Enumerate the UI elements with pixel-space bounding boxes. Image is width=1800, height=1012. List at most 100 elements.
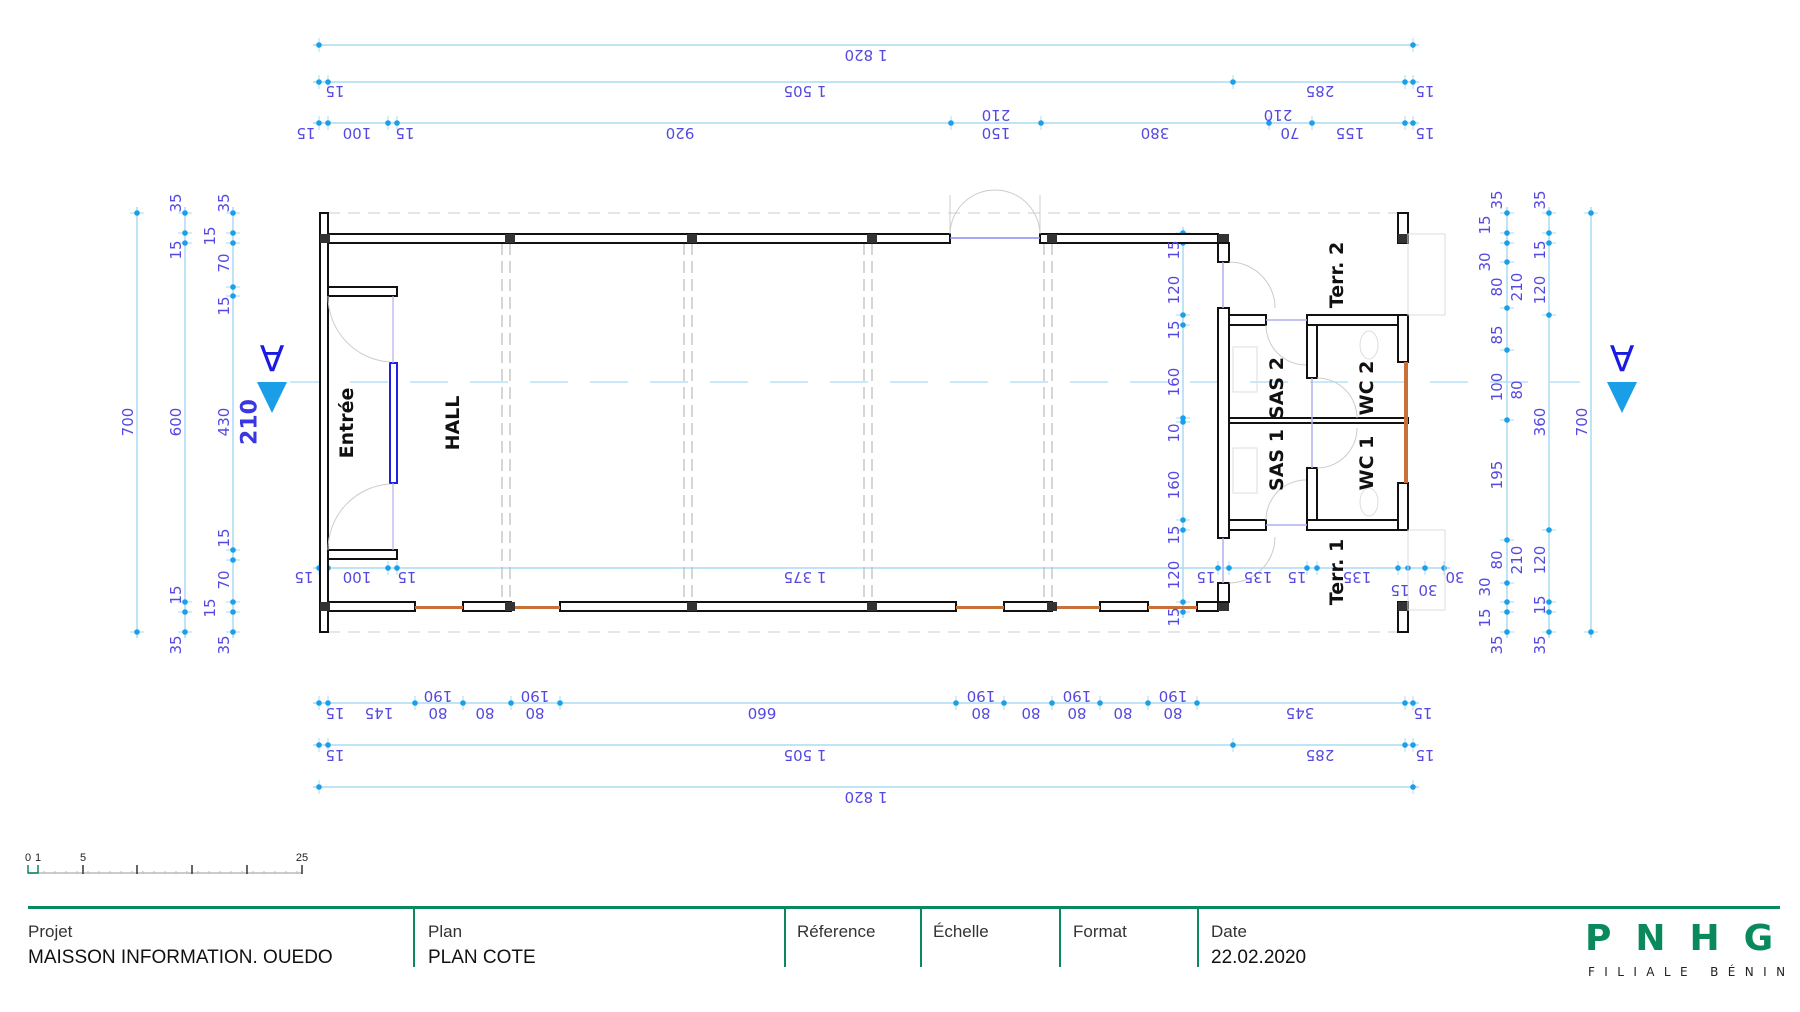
- dimension-tick: [1546, 609, 1552, 615]
- dimension-label: 380: [1141, 124, 1170, 142]
- dimension-tick: [230, 599, 236, 605]
- dimension-label: 15: [201, 226, 219, 245]
- dimension-label: 120: [1531, 546, 1549, 575]
- dimension-label: 430: [215, 408, 233, 437]
- dimension-label: 660: [748, 704, 777, 722]
- wc-wall: [1306, 324, 1318, 379]
- dimension-tick: [1180, 419, 1186, 425]
- partition: [1228, 417, 1409, 424]
- dimension-label: 80: [1488, 277, 1506, 296]
- dimension-label: 15: [167, 585, 185, 604]
- dimension-tick: [1180, 599, 1186, 605]
- dimension-label: 35: [1531, 635, 1549, 654]
- dimension-label: 700: [119, 408, 137, 437]
- dimension-label: 80: [1488, 550, 1506, 569]
- top-wall: [1039, 233, 1219, 244]
- window: [1148, 606, 1197, 609]
- title-block-divider: [1059, 907, 1061, 967]
- dimension-label: 15: [397, 568, 416, 586]
- wc-wall: [1306, 314, 1409, 326]
- scale-label: Échelle: [933, 922, 989, 941]
- dimension-label: 120: [1165, 561, 1183, 590]
- dimension-tick: [1504, 580, 1510, 586]
- dimension-tick: [1410, 784, 1416, 790]
- dimension-tick: [230, 284, 236, 290]
- dimension-label: 30: [1445, 568, 1464, 586]
- section-height-label: 210: [238, 399, 263, 445]
- sas-wall: [1217, 307, 1230, 539]
- dimension-tick: [1410, 120, 1416, 126]
- wc-wall: [1306, 519, 1409, 531]
- dimension-tick: [325, 79, 331, 85]
- dimension-label: 210: [1264, 106, 1293, 124]
- scale-bar-label: 5: [80, 852, 86, 864]
- dimension-label: 35: [215, 193, 233, 212]
- section-marker-right: A: [1609, 337, 1634, 378]
- dimension-tick: [1180, 415, 1186, 421]
- dimension-label: 35: [167, 193, 185, 212]
- scale-bar-label: 25: [296, 852, 308, 864]
- dimension-label: 135: [1244, 568, 1273, 586]
- dimension-tick: [325, 700, 331, 706]
- dimension-label: 1 505: [784, 82, 827, 100]
- dimension-tick: [1410, 42, 1416, 48]
- dimension-label: 15: [167, 240, 185, 259]
- dimension-tick: [230, 547, 236, 553]
- dimension-label: 135: [1343, 568, 1372, 586]
- dimension-label: 80: [428, 704, 447, 722]
- dimension-tick: [1504, 347, 1510, 353]
- column: [687, 234, 697, 243]
- dimension-label: 210: [1508, 546, 1526, 575]
- dimension-label: 15: [215, 528, 233, 547]
- project-label: Projet: [28, 922, 73, 941]
- dimension-tick: [1546, 230, 1552, 236]
- dimension-tick: [1314, 565, 1320, 571]
- wall: [1217, 582, 1230, 603]
- title-block-divider: [413, 907, 415, 967]
- dimension-label: 15: [201, 598, 219, 617]
- dimension-lines: [27, 38, 1598, 874]
- room-label-sas1: SAS 1: [1266, 429, 1288, 491]
- bottom-wall: [1003, 601, 1053, 612]
- dimension-tick: [1504, 240, 1510, 246]
- dimension-tick: [182, 230, 188, 236]
- column: [1218, 234, 1229, 243]
- dimension-label: 15: [1165, 607, 1183, 626]
- dimension-label: 190: [1159, 687, 1188, 705]
- logo-subtitle: FILIALE BÉNIN: [1588, 965, 1795, 979]
- dimension-label: 30: [1476, 252, 1494, 271]
- dimension-tick: [1230, 742, 1236, 748]
- dimension-tick: [182, 609, 188, 615]
- dimension-tick: [1504, 599, 1510, 605]
- dimension-tick: [953, 700, 959, 706]
- sas-wall: [1228, 314, 1267, 326]
- dimension-tick: [1038, 120, 1044, 126]
- dimension-tick: [316, 742, 322, 748]
- dimension-tick: [230, 609, 236, 615]
- dimension-label: 600: [167, 408, 185, 437]
- dimension-label: 120: [1531, 276, 1549, 305]
- dimension-label: 85: [1488, 325, 1506, 344]
- dimension-label: 15: [1165, 240, 1183, 259]
- dimension-label: 15: [1196, 568, 1215, 586]
- dimension-tick: [1504, 609, 1510, 615]
- dimension-label: 80: [971, 704, 990, 722]
- toilet: [1359, 487, 1379, 517]
- entrance-wall: [327, 286, 398, 297]
- format-label: Format: [1073, 922, 1127, 941]
- section-arrow-icon: [257, 382, 287, 413]
- dimension-tick: [1180, 609, 1186, 615]
- dimension-tick: [1504, 230, 1510, 236]
- dimension-label: 195: [1488, 461, 1506, 490]
- column: [867, 234, 877, 243]
- double-door-swing: [949, 189, 1041, 235]
- terrace-outline: [1407, 233, 1446, 316]
- dimension-tick: [1230, 79, 1236, 85]
- dimension-label: 100: [1488, 373, 1506, 402]
- room-label-hall: HALL: [442, 396, 464, 451]
- dimension-tick: [1049, 700, 1055, 706]
- dimension-tick: [1504, 259, 1510, 265]
- date-value: 22.02.2020: [1211, 947, 1307, 968]
- dimension-label: 190: [521, 687, 550, 705]
